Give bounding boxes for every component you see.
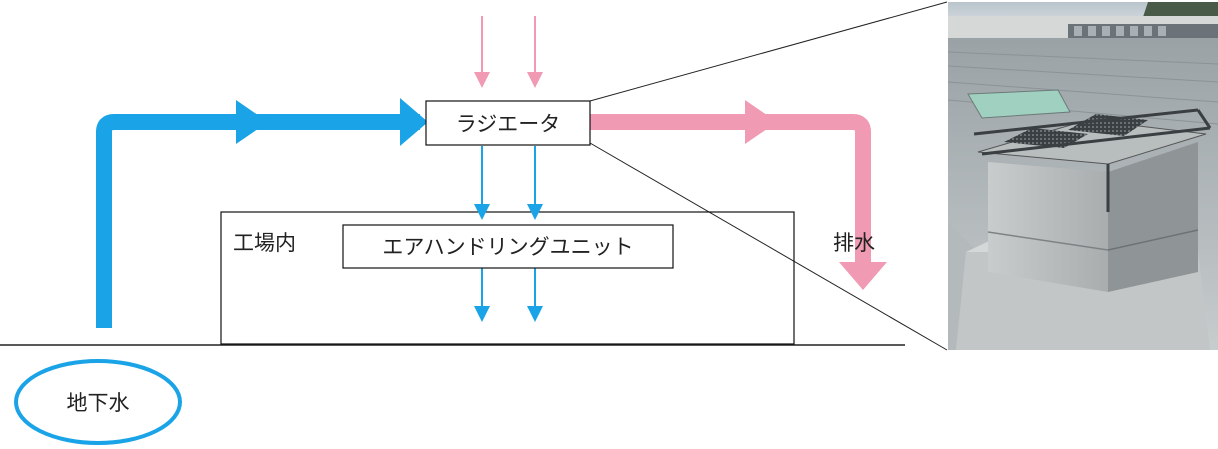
radiator-photo-drawing — [948, 2, 1218, 350]
drain-flow-arrow-mid — [745, 100, 777, 144]
ahu-box — [342, 224, 674, 269]
zoom-line-bottom — [589, 142, 948, 351]
ahu-label: エアハンドリングユニット — [382, 235, 633, 259]
factory-label: 工場内 — [233, 231, 296, 255]
groundwater-flow-arrow-mid — [236, 100, 268, 144]
flow-diagram: 工場内 排水 ラジエータ エアハンドリングユニット 地下水 — [0, 1, 948, 445]
radiator-box — [425, 100, 591, 146]
groundwater-label: 地下水 — [67, 391, 130, 415]
radiator-photo — [948, 2, 1218, 350]
factory-box — [220, 211, 795, 345]
zoom-line-top — [589, 1, 948, 102]
drain-flow-arrow-head — [839, 262, 887, 290]
drain-pipe — [590, 114, 871, 262]
drain-label: 排水 — [833, 231, 875, 255]
groundwater-flow-arrow-head — [400, 98, 428, 146]
groundwater-ellipse — [14, 359, 182, 445]
radiator-label: ラジエータ — [456, 112, 561, 136]
groundwater-pipe — [96, 114, 420, 328]
